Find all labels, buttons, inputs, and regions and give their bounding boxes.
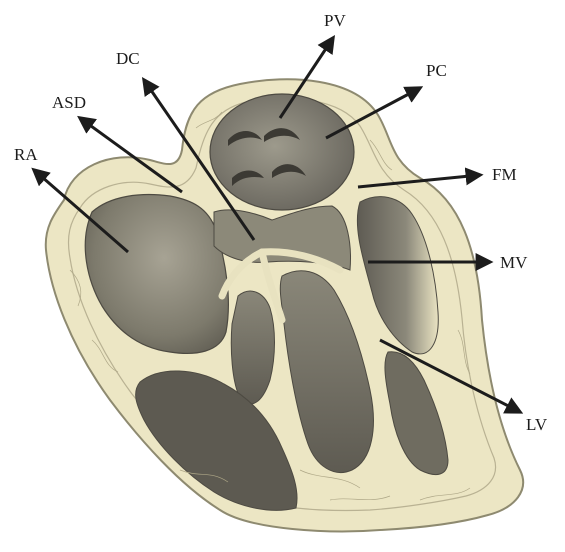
label-asd: ASD: [52, 93, 86, 112]
pulmonary-chamber: [210, 94, 354, 210]
label-fm: FM: [492, 165, 517, 184]
label-ra: RA: [14, 145, 38, 164]
label-dc: DC: [116, 49, 140, 68]
label-lv: LV: [526, 415, 548, 434]
label-pv: PV: [324, 11, 346, 30]
label-pc: PC: [426, 61, 447, 80]
label-mv: MV: [500, 253, 528, 272]
